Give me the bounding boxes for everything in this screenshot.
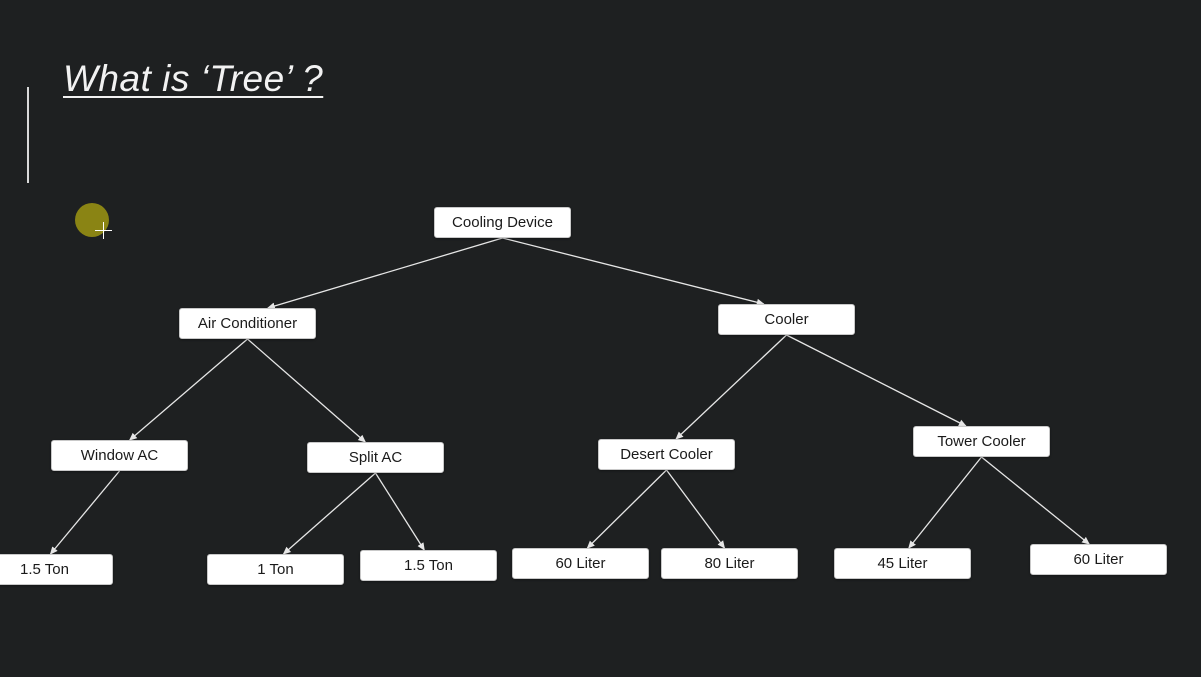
edge-desert-cooler-to-desert-60-liter [586,469,667,549]
crosshair-cursor-icon [95,222,112,239]
edge-tower-cooler-to-tower-45-liter [908,456,983,549]
node-desert-cooler-60-liter: 60 Liter [512,548,649,579]
edge-cooler-to-tower-cooler [786,334,967,427]
node-cooling-device: Cooling Device [434,207,571,238]
edge-cooling-device-to-cooler [502,237,765,306]
node-desert-cooler: Desert Cooler [598,439,735,470]
node-window-ac-1-5-ton: 1.5 Ton [0,554,113,585]
edge-split-ac-to-split-1-5-ton [374,472,425,551]
node-window-ac: Window AC [51,440,188,471]
edge-air-conditioner-to-window-ac [128,338,248,441]
node-split-ac: Split AC [307,442,444,473]
edge-air-conditioner-to-split-ac [247,338,367,443]
edge-desert-cooler-to-desert-80-liter [665,469,726,549]
node-cooler: Cooler [718,304,855,335]
node-tower-cooler-45-liter: 45 Liter [834,548,971,579]
edge-tower-cooler-to-tower-60-liter [981,456,1090,545]
text-cursor [27,87,29,183]
edge-window-ac-to-window-1-5-ton [49,470,120,555]
edge-cooling-device-to-air-conditioner [266,237,503,310]
node-air-conditioner: Air Conditioner [179,308,316,339]
edge-split-ac-to-split-1-ton [282,472,376,555]
node-desert-cooler-80-liter: 80 Liter [661,548,798,579]
node-tower-cooler: Tower Cooler [913,426,1050,457]
node-split-ac-1-ton: 1 Ton [207,554,344,585]
slide-title: What is ‘Tree’ ? [63,58,324,99]
node-tower-cooler-60-liter: 60 Liter [1030,544,1167,575]
edge-cooler-to-desert-cooler [675,334,787,440]
node-split-ac-1-5-ton: 1.5 Ton [360,550,497,581]
